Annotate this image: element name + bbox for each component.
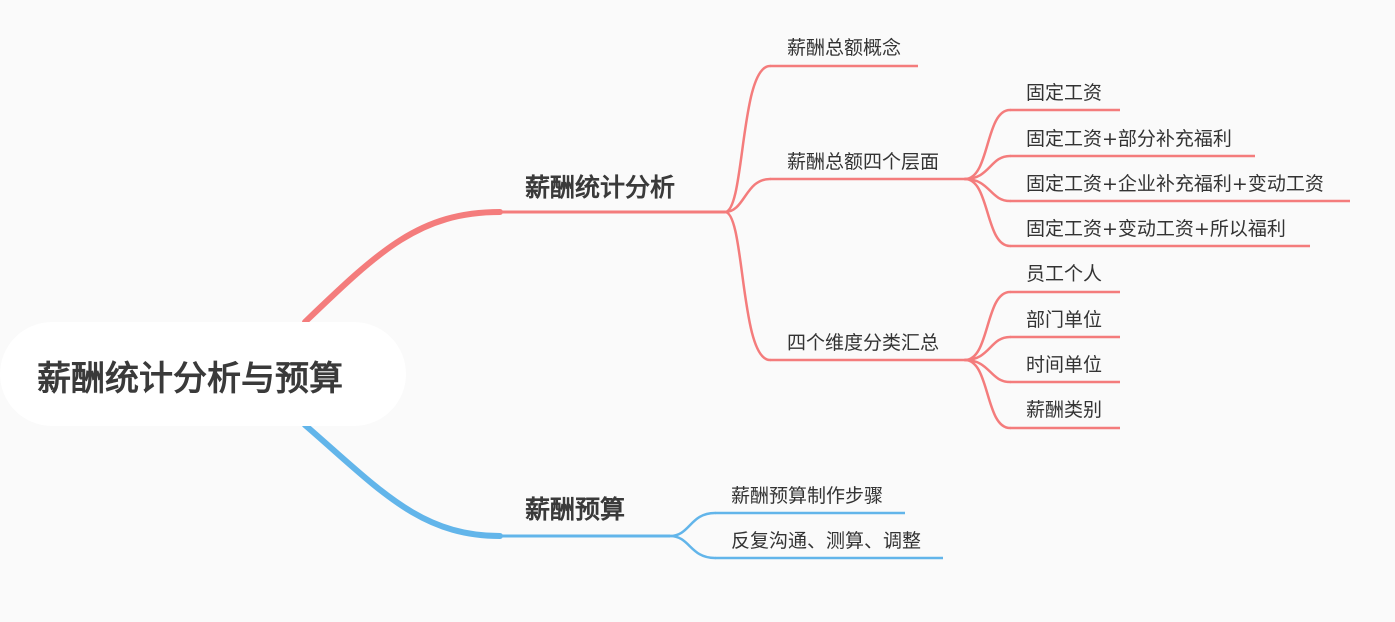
root-node-label: 薪酬统计分析与预算 xyxy=(37,359,343,399)
node-dim-time[interactable]: 时间单位 xyxy=(1026,354,1102,376)
edge-levels-4 xyxy=(963,177,1012,248)
edge-root-to-stats xyxy=(302,209,503,325)
node-level-fixed-enterprise-variable[interactable]: 固定工资+企业补充福利+变动工资 xyxy=(1026,173,1324,195)
node-level-fixed[interactable]: 固定工资 xyxy=(1026,82,1102,104)
node-salary-total-levels[interactable]: 薪酬总额四个层面 xyxy=(787,151,939,173)
edge-levels-1 xyxy=(963,108,1012,181)
edge-stats-to-levels xyxy=(723,177,772,214)
edge-root-to-budget xyxy=(302,422,503,539)
edge-stats-to-dims xyxy=(723,210,772,362)
node-level-fixed-variable-all[interactable]: 固定工资+变动工资+所以福利 xyxy=(1026,218,1286,240)
branch-b-edges xyxy=(302,422,943,560)
node-four-dimensions[interactable]: 四个维度分类汇总 xyxy=(787,332,939,354)
node-dim-department[interactable]: 部门单位 xyxy=(1026,309,1102,331)
root-node[interactable]: 薪酬统计分析与预算 xyxy=(0,322,406,426)
node-dim-category[interactable]: 薪酬类别 xyxy=(1026,399,1102,421)
node-dim-employee[interactable]: 员工个人 xyxy=(1026,263,1102,285)
branch-a-edges xyxy=(302,64,1350,430)
branch-budget-label[interactable]: 薪酬预算 xyxy=(525,495,625,524)
edge-dims-4 xyxy=(963,358,1012,430)
edge-budget-to-steps xyxy=(668,511,717,538)
edge-stats-to-concept xyxy=(723,64,772,214)
edge-dims-1 xyxy=(963,290,1012,362)
root-node-background xyxy=(0,322,406,426)
node-budget-steps[interactable]: 薪酬预算制作步骤 xyxy=(731,485,883,507)
node-level-fixed-partial-benefits[interactable]: 固定工资+部分补充福利 xyxy=(1026,128,1232,150)
node-salary-total-concept[interactable]: 薪酬总额概念 xyxy=(787,36,901,59)
edge-budget-to-adjust xyxy=(668,534,717,560)
node-budget-adjust[interactable]: 反复沟通、测算、调整 xyxy=(731,530,921,552)
branch-stats-label[interactable]: 薪酬统计分析 xyxy=(525,173,675,202)
